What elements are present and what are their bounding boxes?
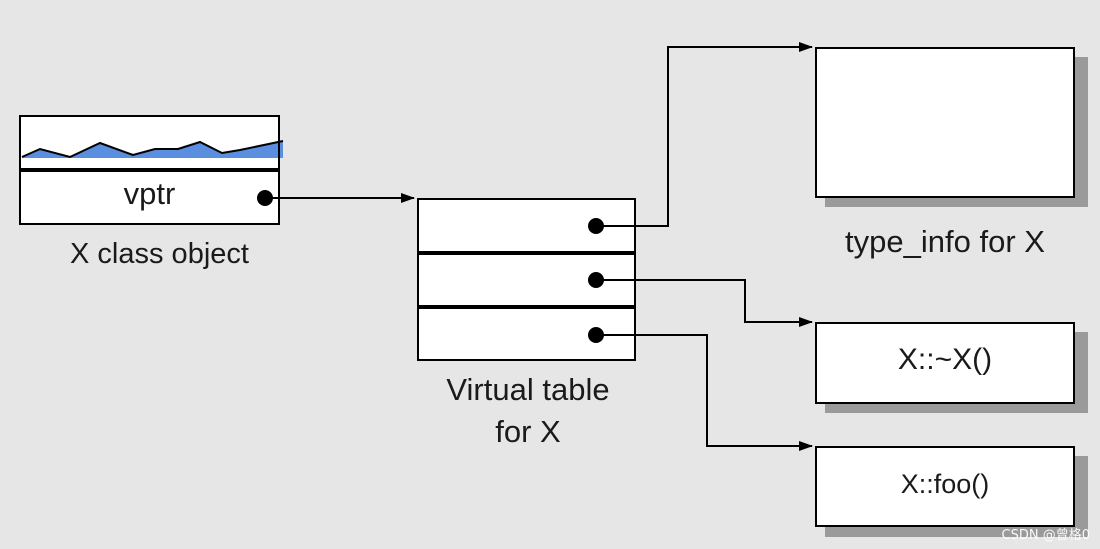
object-data-wave bbox=[22, 141, 283, 158]
foo-box bbox=[815, 446, 1088, 537]
foo-label: X::foo() bbox=[900, 469, 990, 499]
arrow-to-foo bbox=[596, 334, 813, 451]
arrow-to-destructor bbox=[596, 279, 813, 327]
x-class-object bbox=[19, 115, 284, 225]
vptr-label: vptr bbox=[123, 176, 176, 211]
arrow-to-type-info bbox=[596, 42, 813, 227]
destructor-label: X::~X() bbox=[897, 343, 993, 376]
type-info-caption: type_info for X bbox=[845, 224, 1045, 259]
type-info-box bbox=[815, 47, 1088, 207]
object-caption: X class object bbox=[70, 238, 249, 270]
watermark-text: CSDN @曾格0 bbox=[1001, 528, 1090, 543]
destructor-box bbox=[815, 322, 1088, 413]
vtable-caption-line1: Virtual table bbox=[446, 372, 610, 407]
object-data-line bbox=[21, 140, 284, 159]
vtable-caption-line2: for X bbox=[495, 414, 561, 449]
